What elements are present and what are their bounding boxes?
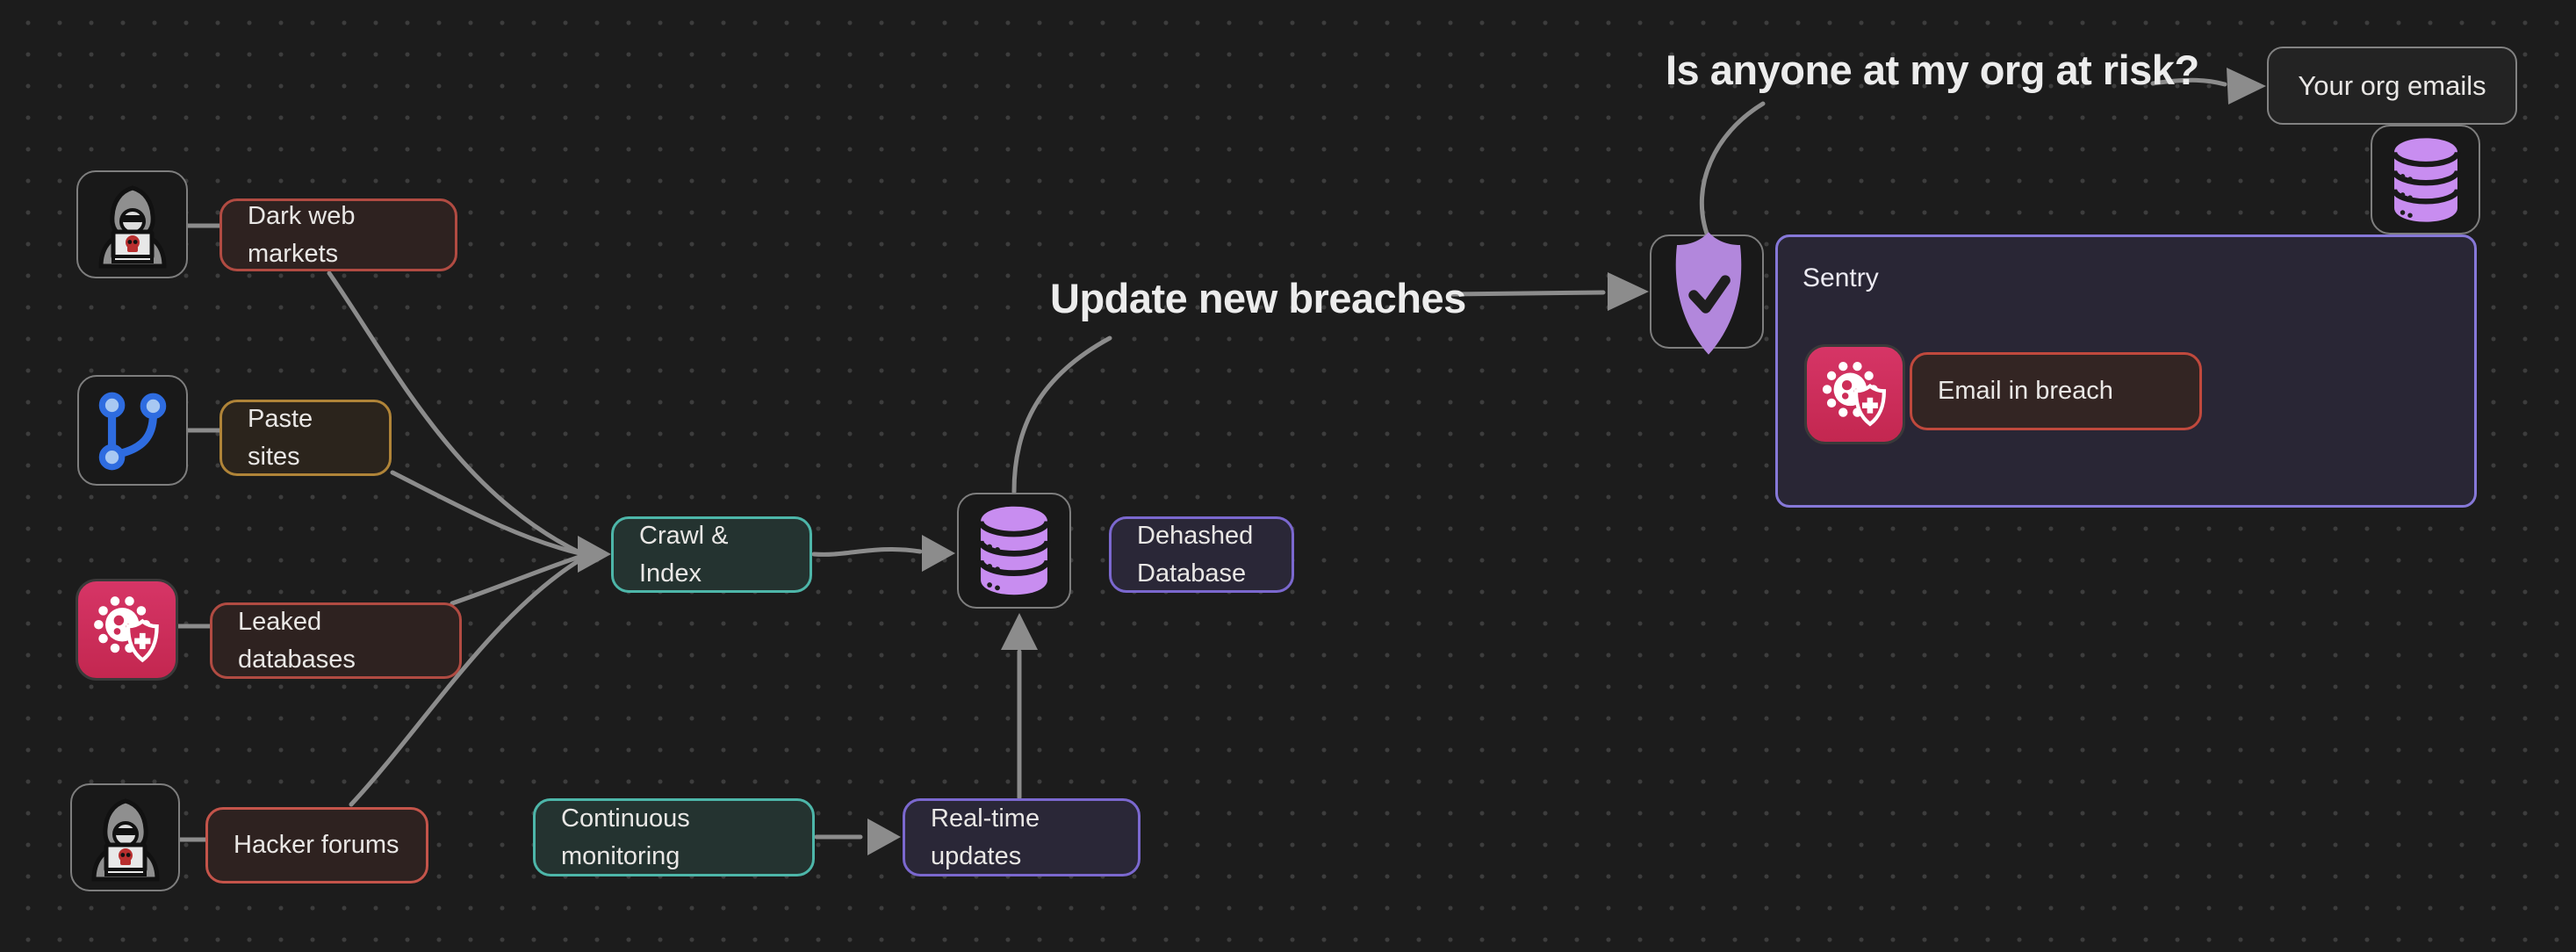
continuous-monitoring-box[interactable]: Continuous monitoring (533, 798, 815, 876)
dehashed-database-label[interactable]: Dehashed Database (1109, 516, 1294, 593)
label-line: Your org emails (2298, 70, 2486, 101)
arrowhead-shield[interactable] (1608, 272, 1649, 311)
dark-web-markets-label[interactable]: Dark web markets (219, 198, 457, 271)
arrow-crawl-to-db[interactable] (811, 547, 923, 557)
arrow-question-to-emails[interactable] (2150, 77, 2227, 87)
question-text[interactable]: Is anyone at my org at risk? (1666, 47, 2199, 93)
label-line: Database (1137, 559, 1247, 588)
arrow-update-to-shield[interactable] (1448, 290, 1606, 297)
database-icon (2378, 132, 2473, 228)
hacker-forums-label[interactable]: Hacker forums (205, 807, 428, 883)
label-line: Continuous (561, 804, 690, 833)
arrowhead-db[interactable] (922, 535, 955, 572)
org-emails-database-node[interactable] (2371, 125, 2480, 234)
virus-shield-icon (1814, 353, 1896, 436)
arrow-leaked-to-crawl[interactable] (450, 554, 582, 606)
sentry-shield-node[interactable] (1650, 232, 1764, 355)
label-line: Hacker forums (234, 831, 399, 859)
arrowhead-org-emails[interactable] (2227, 68, 2266, 105)
hacker-icon (89, 181, 176, 269)
label-line: Dehashed (1137, 521, 1254, 550)
sentry-title: Sentry (1802, 263, 1879, 292)
leaked-databases-label[interactable]: Leaked databases (210, 602, 462, 679)
label-line: Index (639, 559, 702, 588)
arrow-darkweb-to-crawl[interactable] (327, 270, 582, 555)
database-icon (965, 500, 1063, 602)
dehashed-database-node-icon[interactable] (957, 493, 1071, 609)
label-line: Dark web (248, 201, 356, 230)
shield-check-icon (1662, 228, 1755, 358)
line-shield-to-question[interactable] (1699, 101, 1766, 236)
paste-sites-node-icon[interactable] (77, 375, 188, 486)
update-breaches-text[interactable]: Update new breaches (1050, 275, 1466, 321)
hacker-forums-node-icon[interactable] (70, 783, 180, 891)
label-line: Email in breach (1938, 377, 2113, 405)
crawl-index-box[interactable]: Crawl & Index (611, 516, 812, 593)
arrowhead-realtime[interactable] (867, 819, 901, 855)
sentry-breach-icon-node[interactable] (1804, 344, 1905, 444)
leaked-databases-node-icon[interactable] (76, 579, 178, 681)
label-line: Leaked (238, 607, 322, 636)
git-branch-icon (88, 386, 177, 475)
email-in-breach-label[interactable]: Email in breach (1910, 352, 2202, 430)
label-line: Paste (248, 404, 313, 433)
hacker-icon (82, 794, 169, 882)
label-line: monitoring (561, 841, 680, 870)
virus-shield-icon (85, 588, 169, 672)
label-line: updates (931, 841, 1022, 870)
realtime-updates-box[interactable]: Real-time updates (903, 798, 1140, 876)
arrowhead-db-bottom[interactable] (1001, 613, 1038, 650)
paste-sites-label[interactable]: Paste sites (219, 400, 392, 476)
arrowhead-crawl[interactable] (578, 536, 611, 573)
dark-web-node-icon[interactable] (76, 170, 188, 278)
label-line: sites (248, 442, 300, 471)
label-line: markets (248, 239, 339, 268)
your-org-emails-box[interactable]: Your org emails (2267, 47, 2517, 125)
arrow-paste-to-crawl[interactable] (390, 470, 582, 556)
label-line: databases (238, 645, 356, 674)
label-line: Real-time (931, 804, 1040, 833)
label-line: Crawl & (639, 521, 729, 550)
line-db-to-update-text[interactable] (1011, 335, 1112, 494)
arrow-forums-to-crawl[interactable] (349, 558, 582, 807)
